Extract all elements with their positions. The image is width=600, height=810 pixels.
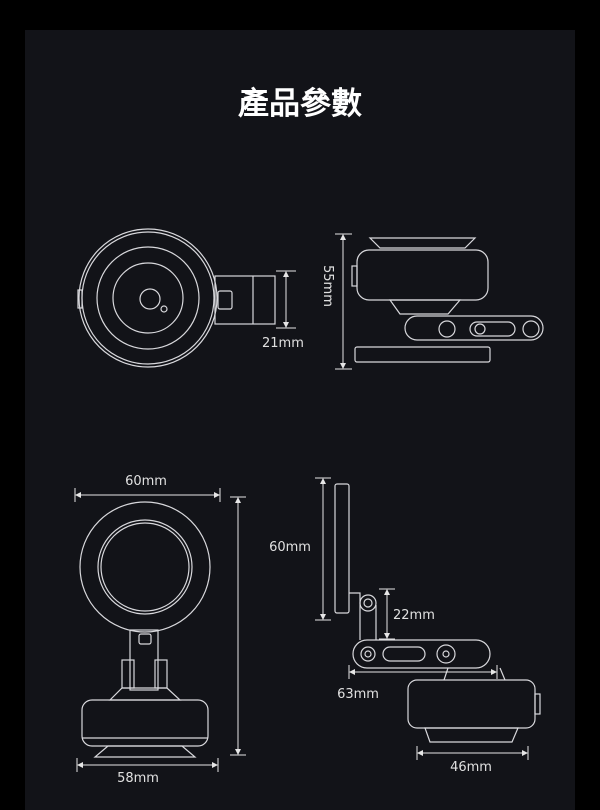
- dimension-60mm-width: 60mm: [74, 474, 221, 502]
- dimension-label: 63mm: [337, 687, 379, 702]
- dimension-label: 58mm: [117, 771, 159, 786]
- dimension-60mm-height: 60mm: [269, 477, 331, 621]
- dimension-label: 60mm: [269, 540, 311, 555]
- page-title: 產品參數: [238, 86, 362, 122]
- dimension-55mm: 55mm: [320, 233, 352, 370]
- front-view-drawing: [79, 501, 211, 758]
- dimension-63mm: 63mm: [337, 665, 498, 702]
- dimension-58mm: 58mm: [76, 758, 219, 786]
- dimension-label: 60mm: [125, 474, 167, 489]
- folded-side-view-drawing: [334, 483, 541, 743]
- dimension-label: 46mm: [450, 760, 492, 775]
- dimension-label: 22mm: [393, 608, 435, 623]
- dimension-label: 55mm: [320, 265, 335, 307]
- dimension-46mm: 46mm: [416, 746, 529, 775]
- top-view-drawing: [77, 228, 276, 368]
- dimension-label: 21mm: [262, 336, 304, 351]
- dimension-21mm: 21mm: [262, 270, 304, 351]
- side-view-drawing: [351, 237, 544, 363]
- dimension-total-height: [230, 496, 246, 756]
- dimension-22mm: 22mm: [379, 588, 435, 640]
